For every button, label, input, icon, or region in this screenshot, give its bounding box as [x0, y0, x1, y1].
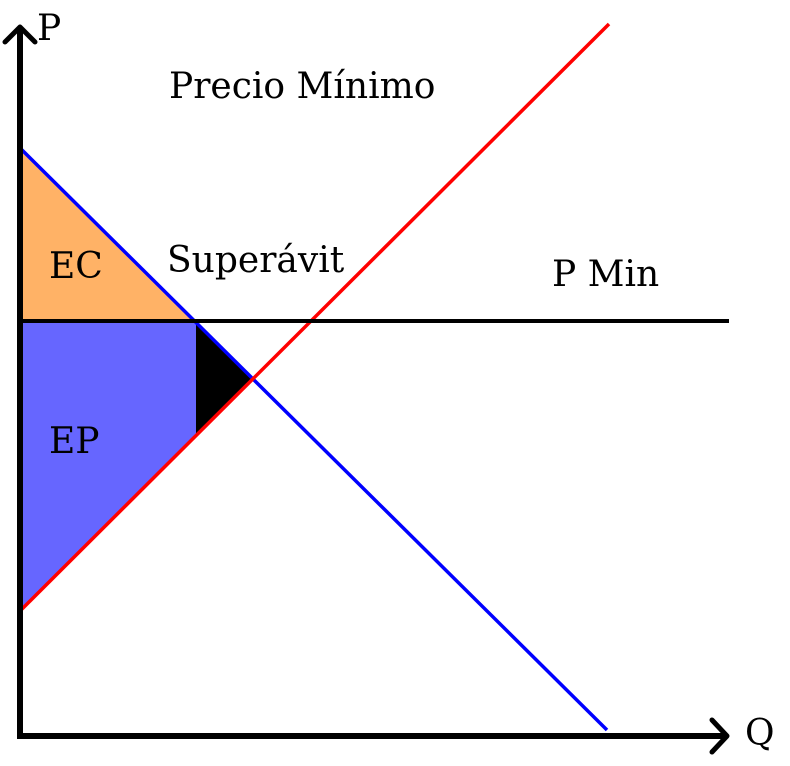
x-axis-label: Q [745, 713, 775, 754]
producer-surplus-region [20, 321, 196, 611]
x-axis-arrowhead [709, 717, 730, 755]
surplus-label: Superávit [167, 240, 345, 281]
y-axis-arrowhead [2, 24, 38, 45]
supply-curve [18, 22, 611, 613]
deadweight-loss-region [196, 321, 255, 434]
demand-curve [18, 146, 609, 732]
y-axis-label: P [37, 8, 61, 49]
consumer-surplus-label: EC [49, 246, 103, 287]
diagram-title: Precio Mínimo [169, 66, 435, 107]
price-floor-label: P Min [552, 254, 659, 295]
producer-surplus-label: EP [49, 421, 100, 462]
